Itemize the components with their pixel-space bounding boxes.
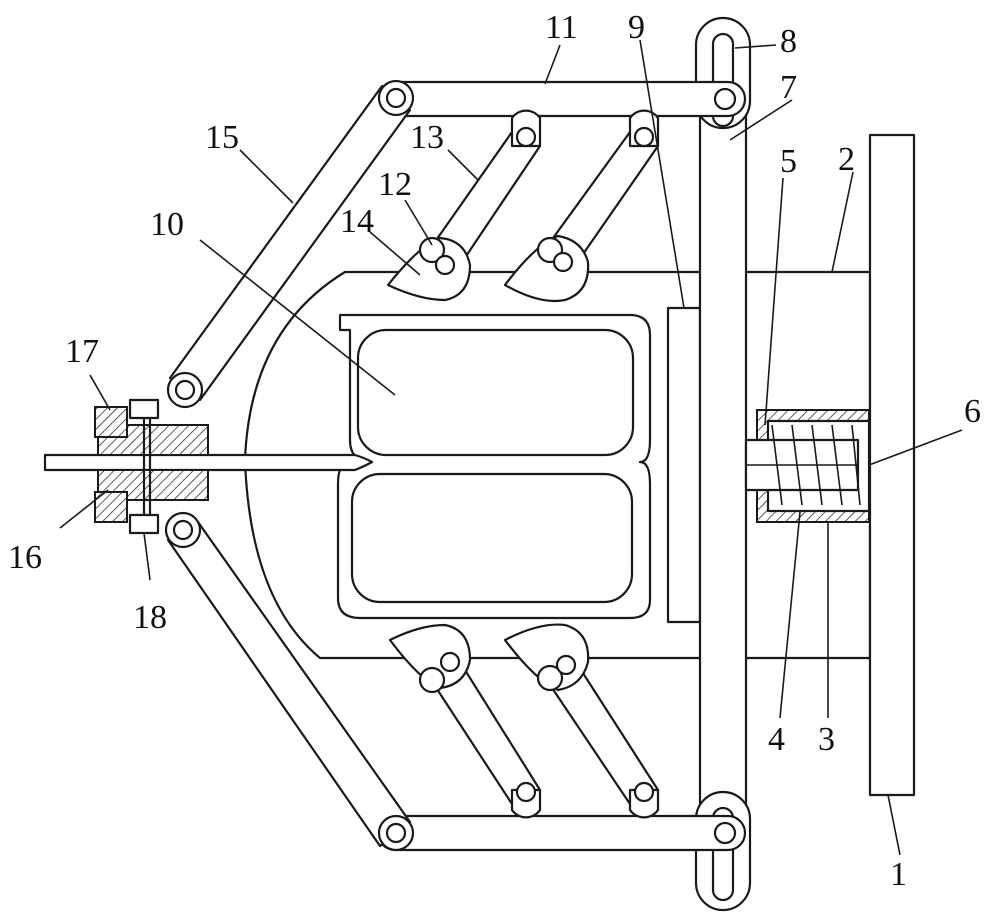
label-10: 10	[150, 206, 184, 243]
label-6: 6	[964, 393, 981, 430]
upper-cam-left	[386, 236, 472, 302]
label-3: 3	[818, 721, 835, 758]
bolt-head-top	[128, 398, 160, 420]
label-17: 17	[65, 333, 99, 370]
slot-top-inner	[711, 32, 735, 128]
label-12: 12	[378, 166, 412, 203]
label-18: 18	[133, 599, 167, 636]
contact-plate	[666, 306, 702, 624]
lower-arm-right	[538, 654, 660, 819]
label-9: 9	[628, 9, 645, 46]
upper-diagonal-link	[166, 79, 415, 409]
label-8: 8	[780, 23, 797, 60]
push-rod	[43, 453, 374, 472]
upper-cam-right	[503, 234, 590, 303]
label-4: 4	[768, 721, 785, 758]
label-1: 1	[890, 856, 907, 893]
label-15: 15	[205, 119, 239, 156]
coil-upper-winding	[356, 328, 635, 457]
lower-diagonal-link	[164, 511, 415, 852]
slide-bar	[698, 108, 748, 832]
bottom-link-bar	[376, 814, 747, 852]
lower-cam-right	[503, 623, 590, 692]
label-16: 16	[8, 539, 42, 576]
label-11: 11	[545, 9, 578, 46]
label-14: 14	[340, 203, 374, 240]
leader-lines	[59, 39, 963, 856]
label-13: 13	[410, 119, 444, 156]
lower-cam-left	[388, 623, 472, 694]
coil-lower-winding	[350, 472, 634, 604]
clamp-nut-top	[94, 406, 128, 438]
slot-bottom-inner	[711, 806, 735, 902]
part-labels: 1 2 3 4 5 6 7 8 9 10 11 12 13 14 15 16 1…	[8, 9, 981, 893]
label-5: 5	[780, 143, 797, 180]
label-2: 2	[838, 141, 855, 178]
base-plate	[868, 133, 916, 797]
top-link-bar	[376, 80, 747, 118]
label-7: 7	[780, 69, 797, 106]
bolt-head-bottom	[128, 513, 160, 535]
